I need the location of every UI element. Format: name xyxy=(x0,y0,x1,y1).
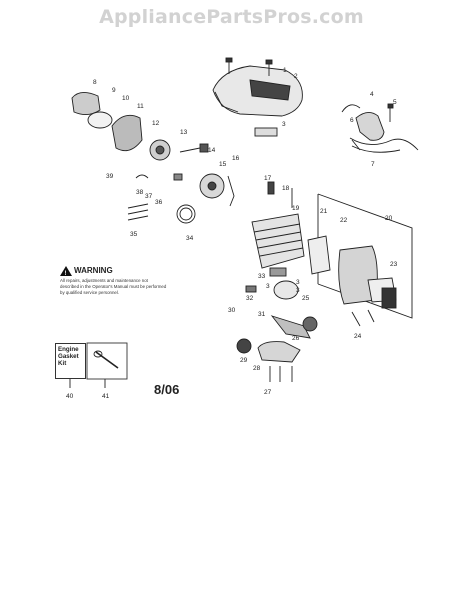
callout-13: 13 xyxy=(180,129,188,136)
callout-22: 22 xyxy=(340,217,348,224)
engine-gasket-kit-box: Engine Gasket Kit xyxy=(55,343,86,379)
side-cover-part xyxy=(111,114,143,152)
filter-pad-part xyxy=(254,127,278,137)
ignition-wires-part xyxy=(349,137,419,151)
crankshaft-part xyxy=(270,315,311,339)
warning-text: All repairs, adjustments and maintenance… xyxy=(60,278,167,295)
muffler-gasket-part xyxy=(307,235,331,275)
callout-2: 2 xyxy=(294,73,298,80)
callout-18: 18 xyxy=(282,185,290,192)
callout-4: 4 xyxy=(370,91,374,98)
callout-3c: 3 xyxy=(296,287,300,294)
callout-26: 26 xyxy=(292,335,300,342)
callout-29: 29 xyxy=(240,357,248,364)
callout-15: 15 xyxy=(219,161,227,168)
callout-7: 7 xyxy=(371,161,375,168)
callout-36: 36 xyxy=(155,199,163,206)
callout-8: 8 xyxy=(93,79,97,86)
callout-12: 12 xyxy=(152,120,160,127)
callout-40: 40 xyxy=(66,393,74,400)
callout-3d: 3 xyxy=(266,283,270,290)
callout-34: 34 xyxy=(186,235,194,242)
callout-10: 10 xyxy=(122,95,130,102)
callout-19: 19 xyxy=(292,205,300,212)
callout-28: 28 xyxy=(253,365,261,372)
callout-24: 24 xyxy=(354,333,362,340)
cylinder-part xyxy=(251,213,305,269)
callout-41: 41 xyxy=(102,393,110,400)
brake-cover-part xyxy=(71,92,101,115)
callout-11: 11 xyxy=(137,103,144,110)
watermark: AppliancePartsPros.com xyxy=(99,6,364,28)
warning-title: WARNING xyxy=(74,266,113,275)
callout-3b: 3 xyxy=(296,279,300,286)
ignition-module-part xyxy=(355,112,385,141)
svg-text:!: ! xyxy=(65,271,67,277)
callout-17: 17 xyxy=(264,175,272,182)
warning-block: WARNING All repairs, adjustments and mai… xyxy=(60,266,168,295)
callout-35: 35 xyxy=(130,231,138,238)
tool-41-part xyxy=(95,351,119,369)
callout-27: 27 xyxy=(264,389,272,396)
seal-part xyxy=(236,338,252,354)
callout-38: 38 xyxy=(136,189,144,196)
callout-37: 37 xyxy=(145,193,153,200)
crankcase-part xyxy=(257,341,301,363)
callout-23: 23 xyxy=(390,261,398,268)
date-code: 8/06 xyxy=(154,382,180,397)
callout-33: 33 xyxy=(258,273,266,280)
callout-1: 1 xyxy=(283,67,287,74)
callout-30: 30 xyxy=(228,307,236,314)
callout-9: 9 xyxy=(112,87,116,94)
callout-6: 6 xyxy=(350,117,354,124)
callout-5: 5 xyxy=(393,99,397,106)
piston-part xyxy=(273,280,299,300)
top-cover-vent xyxy=(249,79,291,101)
starter-spring-part xyxy=(176,204,196,224)
callout-20: 20 xyxy=(385,215,393,222)
callout-25: 25 xyxy=(302,295,310,302)
callout-14: 14 xyxy=(208,147,216,154)
callout-32: 32 xyxy=(246,295,254,302)
callout-39: 39 xyxy=(106,173,114,180)
callout-21: 21 xyxy=(320,208,328,215)
callout-3: 3 xyxy=(282,121,286,128)
warning-triangle-icon xyxy=(60,266,72,276)
felt-pad-part xyxy=(87,111,113,129)
callout-31: 31 xyxy=(258,311,266,318)
callout-16: 16 xyxy=(232,155,240,162)
